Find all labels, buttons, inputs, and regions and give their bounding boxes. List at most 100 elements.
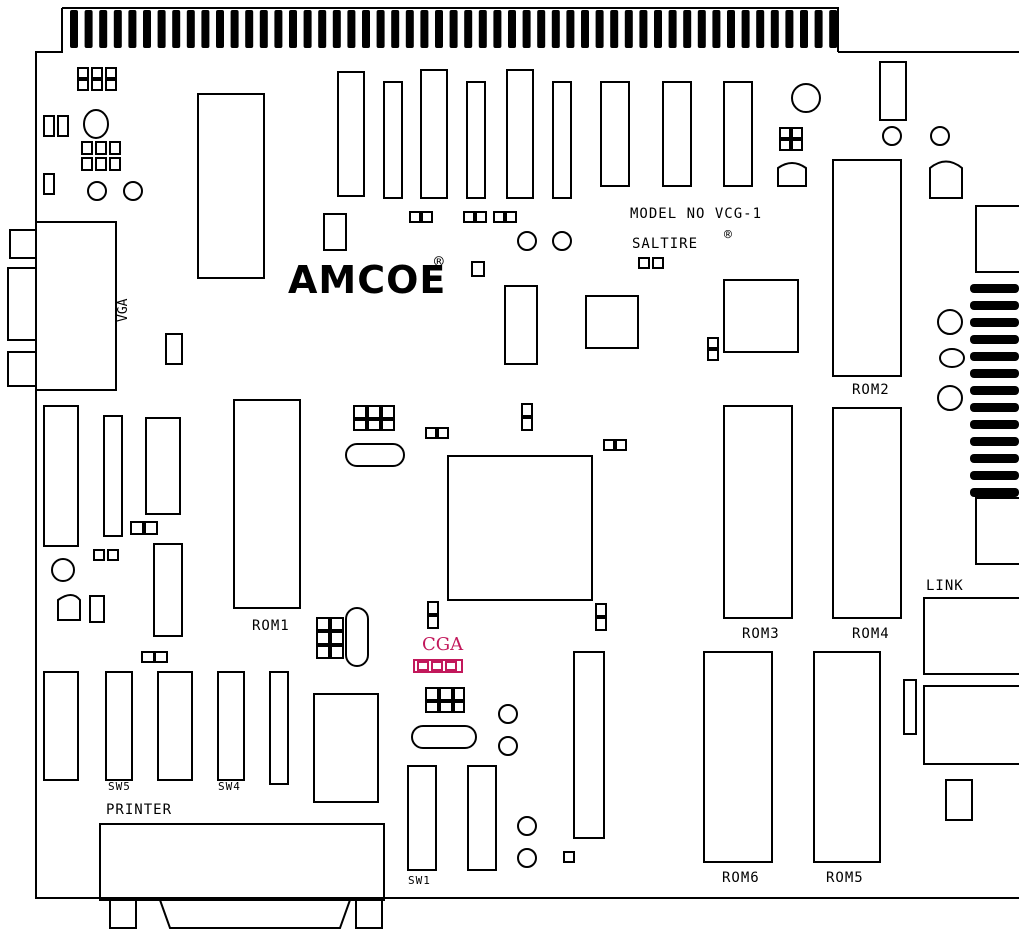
side-finger [970, 352, 1019, 361]
edge-finger [537, 10, 546, 48]
rom4-chip [832, 407, 902, 619]
dip-switch-left [43, 671, 79, 781]
printer-connector [99, 823, 385, 901]
board-outline [35, 8, 1019, 899]
side-finger [970, 471, 1019, 480]
edge-finger [391, 10, 400, 48]
cga-jumper [413, 659, 463, 673]
cga-label: CGA [422, 634, 464, 655]
side-finger [970, 437, 1019, 446]
side-finger [970, 454, 1019, 463]
side-finger [970, 335, 1019, 344]
switch-label: SW4 [218, 780, 241, 793]
edge-finger [785, 10, 794, 48]
brand-logo: AMCOE [288, 258, 447, 302]
edge-finger [581, 10, 589, 48]
edge-finger [245, 10, 254, 48]
rom-label: ROM2 [852, 382, 890, 398]
edge-finger [143, 10, 151, 48]
edge-finger [770, 10, 779, 48]
side-connector-fingers [970, 284, 1019, 497]
product-registered-mark: ® [724, 228, 733, 243]
capacitor [83, 109, 109, 139]
vga-label: VGA [116, 298, 131, 322]
side-finger [970, 488, 1019, 497]
edge-finger [551, 10, 560, 48]
side-finger [970, 403, 1019, 412]
rom-label: ROM4 [852, 626, 890, 642]
edge-finger [478, 10, 487, 48]
edge-finger [186, 10, 195, 48]
side-finger [970, 284, 1019, 293]
edge-finger [800, 10, 808, 48]
product-name: SALTIRE [632, 236, 699, 252]
transistor [87, 181, 107, 201]
rom-label: ROM5 [826, 870, 864, 886]
printer-label: PRINTER [106, 802, 173, 818]
edge-finger [712, 10, 721, 48]
edge-finger [84, 10, 93, 48]
edge-finger [420, 10, 429, 48]
edge-finger [741, 10, 750, 48]
edge-finger [347, 10, 356, 48]
edge-finger [362, 10, 370, 48]
switch-label: SW5 [108, 780, 131, 793]
edge-finger [668, 10, 677, 48]
edge-finger [610, 10, 619, 48]
edge-finger [464, 10, 473, 48]
rom-label: ROM3 [742, 626, 780, 642]
edge-finger [128, 10, 137, 48]
edge-finger [508, 10, 516, 48]
edge-finger [70, 10, 78, 48]
edge-finger [697, 10, 706, 48]
edge-finger [289, 10, 297, 48]
jumper-block [77, 67, 89, 79]
main-asic [447, 455, 593, 601]
edge-finger [624, 10, 633, 48]
edge-finger [756, 10, 765, 48]
edge-finger [157, 10, 166, 48]
edge-finger [449, 10, 458, 48]
edge-finger [683, 10, 692, 48]
edge-finger [172, 10, 181, 48]
edge-finger [522, 10, 531, 48]
model-number: MODEL NO VCG-1 [630, 206, 763, 222]
edge-finger [654, 10, 662, 48]
side-finger [970, 420, 1019, 429]
rom-label: ROM6 [722, 870, 760, 886]
chip-u1 [197, 93, 265, 279]
brand-registered-mark: ® [434, 252, 445, 271]
edge-finger [99, 10, 108, 48]
rom5-chip [813, 651, 881, 863]
edge-finger [435, 10, 443, 48]
rom3-chip [723, 405, 793, 619]
edge-finger [595, 10, 604, 48]
edge-finger [566, 10, 575, 48]
edge-finger [493, 10, 502, 48]
edge-finger [216, 10, 224, 48]
edge-finger [113, 10, 122, 48]
edge-connector-frame [62, 7, 839, 52]
rom6-chip [703, 651, 773, 863]
vga-connector [35, 221, 117, 391]
edge-finger [274, 10, 283, 48]
edge-connector-fingers [70, 10, 838, 48]
side-finger [970, 369, 1019, 378]
edge-finger [727, 10, 735, 48]
side-finger [970, 318, 1019, 327]
crystal [345, 443, 405, 467]
side-finger [970, 301, 1019, 310]
chip-u2 [337, 71, 365, 197]
edge-finger [639, 10, 648, 48]
edge-finger [405, 10, 414, 48]
rom1-chip [233, 399, 301, 609]
edge-finger [303, 10, 312, 48]
rom-label: ROM1 [252, 618, 290, 634]
edge-finger [201, 10, 210, 48]
edge-finger [829, 10, 838, 48]
edge-finger [332, 10, 341, 48]
edge-finger [814, 10, 823, 48]
switch-label: SW1 [408, 874, 431, 887]
edge-finger [376, 10, 385, 48]
